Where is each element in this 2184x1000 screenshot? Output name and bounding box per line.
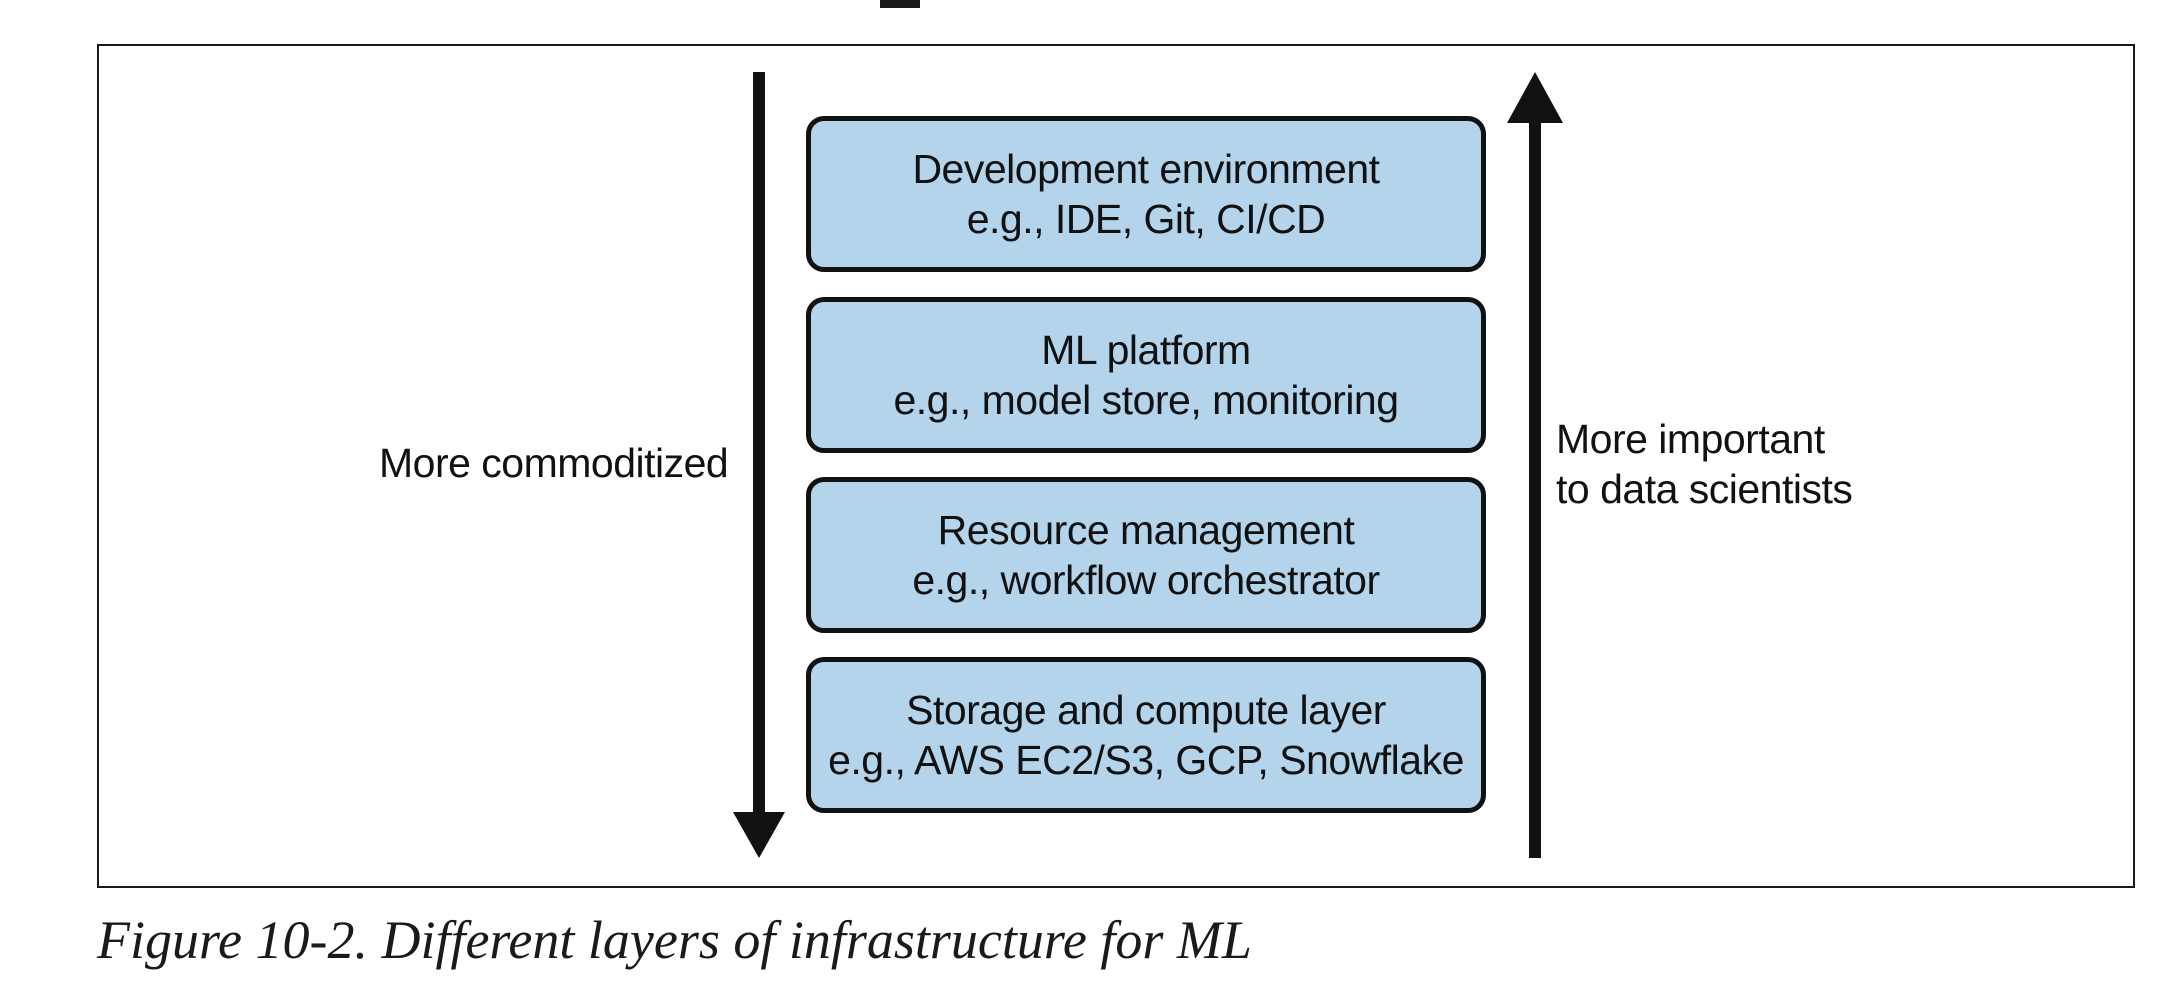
layer-examples: e.g., model store, monitoring (893, 377, 1399, 423)
left-axis-label: More commoditized (379, 440, 729, 486)
right-axis-label: More important to data scientists (1556, 414, 1853, 514)
layer-title: Resource management (937, 507, 1355, 553)
diagram-frame (97, 44, 2135, 888)
layer-resource-management: Resource management e.g., workflow orche… (806, 477, 1486, 633)
right-axis-label-line1: More important (1556, 416, 1825, 462)
layer-ml-platform: ML platform e.g., model store, monitorin… (806, 297, 1486, 453)
layer-development-environment: Development environment e.g., IDE, Git, … (806, 116, 1486, 272)
clipped-heading-fragment (880, 0, 920, 8)
layer-storage-and-compute: Storage and compute layer e.g., AWS EC2/… (806, 657, 1486, 813)
layer-examples: e.g., AWS EC2/S3, GCP, Snowflake (828, 737, 1464, 783)
layer-examples: e.g., workflow orchestrator (912, 557, 1380, 603)
right-axis-label-line2: to data scientists (1556, 466, 1853, 512)
layer-title: Development environment (912, 146, 1380, 192)
layer-title: ML platform (1041, 327, 1251, 373)
figure-caption: Figure 10-2. Different layers of infrast… (97, 910, 1252, 970)
layer-title: Storage and compute layer (906, 687, 1386, 733)
layer-examples: e.g., IDE, Git, CI/CD (966, 196, 1326, 242)
